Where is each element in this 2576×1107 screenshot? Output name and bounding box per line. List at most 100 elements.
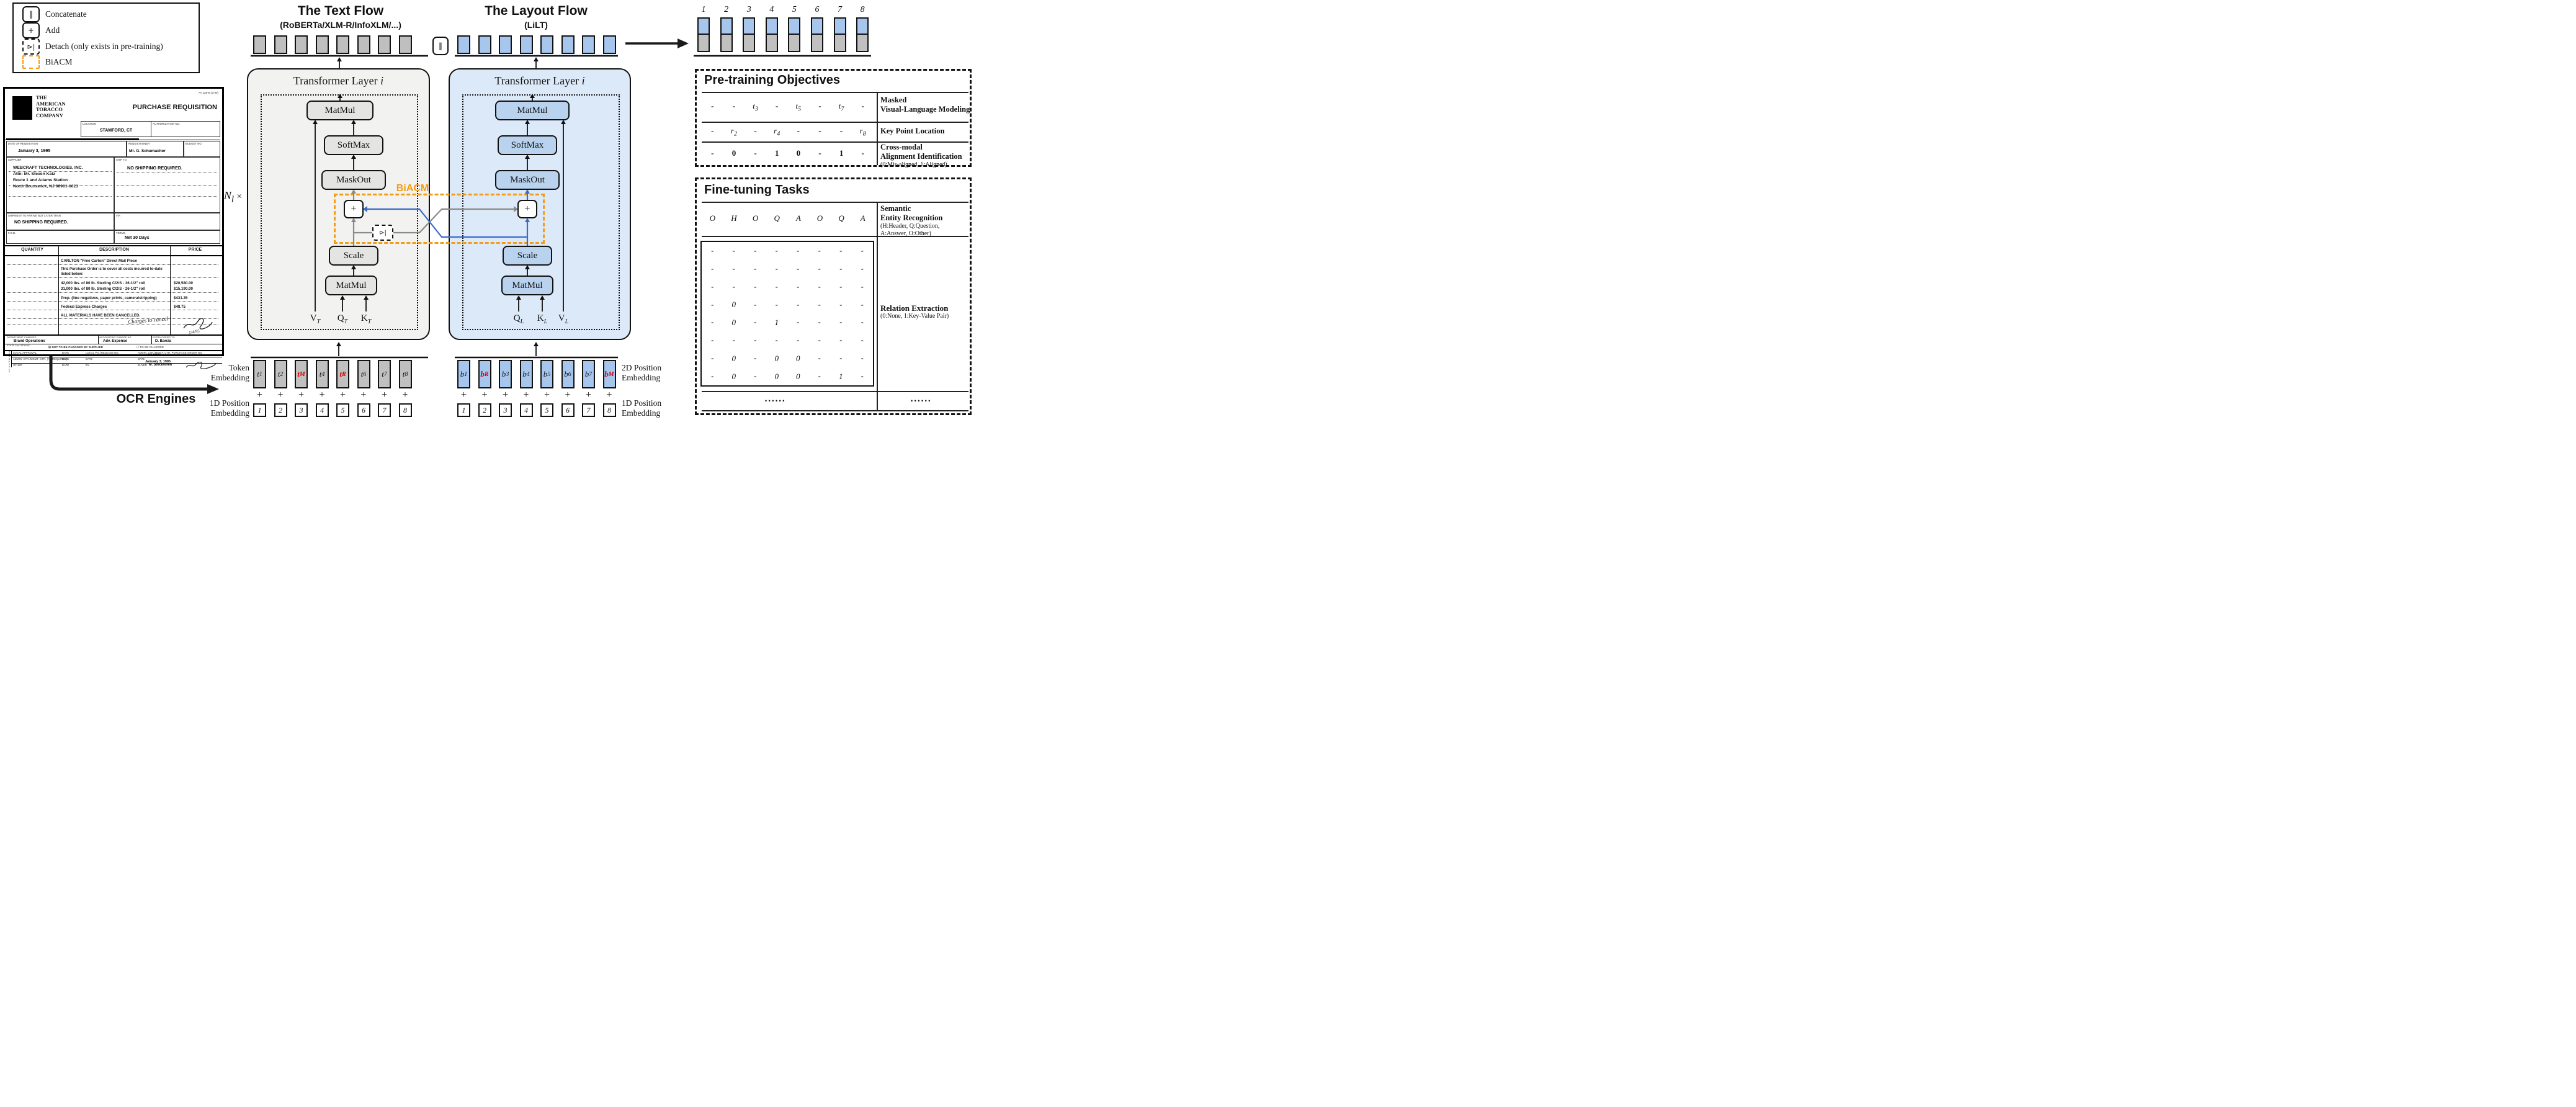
re-matrix-cell: 0 [774,371,779,381]
re-matrix-cell: - [818,336,821,345]
position-embedding-cell: 1 [457,403,470,417]
re-matrix-cell: - [797,318,800,327]
checkbox-to-be-charged: ☐ TO BE CHARGED [136,346,164,349]
label-line: Alignment Identification [880,152,962,161]
label-line: Cross-modal [880,143,923,151]
signature-graphic [183,318,213,329]
text-part [789,35,800,51]
form-code: AT 135-M (3-90) [199,91,218,94]
objective-cell: - [818,125,821,135]
authorization-cell: AUTHORIZATION NO. [151,121,220,137]
rule [702,202,968,203]
position-embedding-cell: 6 [357,403,370,417]
label-line: Relation Extraction [880,303,949,313]
position-embedding-cell: 6 [561,403,575,417]
label-line: Embedding [622,373,661,382]
add-glyph: + [256,390,263,400]
re-matrix-cell: - [711,318,714,327]
field-label: REQUISITIONER [128,142,150,145]
divider [98,335,99,344]
table-rule [5,245,222,246]
layout-hidden-state-bar [499,35,512,54]
objective-cell: - [797,125,800,135]
table-column-rule [58,245,59,336]
layout-flow-subtitle: (LiLT) [524,20,548,30]
pretraining-panel: Pre-training Objectives --t3-t5-t7- -r2-… [695,69,972,169]
ocr-arrow-head [207,384,219,394]
dotted-rule [7,318,218,319]
company-line: THE [36,94,47,101]
ocr-arrow [49,356,207,391]
checkbox-label: TO BE CHARGED [140,346,164,349]
supplier-cell: SUPPLIER WEBCRAFT TECHNOLOGIES, INC. Att… [6,157,114,213]
position-embedding-cell: 8 [398,403,412,417]
supplier-line: Attn: Mr. Steven Katz [13,172,55,176]
field-label: TERMS [116,231,126,235]
label-line: Key Point Location [880,127,945,135]
position-embedding-cell: 5 [336,403,349,417]
approval-label: DATE [62,364,69,367]
add-glyph: + [381,390,388,400]
fused-feature-bar [856,17,869,52]
objective-cell: t3 [753,101,758,113]
re-matrix-cell: - [732,246,735,255]
re-matrix-cell: - [775,246,778,255]
fused-feature-bar [788,17,801,52]
table-rule [5,255,222,256]
re-matrix-cell: - [797,336,800,345]
re-matrix-cell: 0 [774,353,779,363]
re-matrix-cell: - [818,318,821,327]
table-row: This Purchase Order is to cover all cost… [61,267,163,271]
checkbox-label: NOT TO BE CHARGED BY SUPPLIER [51,346,103,349]
layout-matmul-bottom-block: MatMul [501,276,553,295]
layout-output-bar-row [457,35,616,54]
layout-key-input-label: KL [537,313,548,325]
re-matrix-cell: - [732,282,735,291]
re-matrix-cell: - [861,282,864,291]
table-row: 42,000 lbs. of 80 lb. Sterling C/2/S - 3… [61,281,145,285]
label-line: Token [228,363,249,372]
ser-cell: H [731,213,737,223]
text-hidden-state-bar [295,35,308,54]
shipment-cell: SHIPMENT TO ARRIVE NOT LATER THAN NO SHI… [6,213,114,230]
objective-cell: - [711,101,714,110]
cai-label: Cross-modal Alignment Identification (0:… [880,143,971,169]
re-matrix-cell: - [754,246,757,255]
layout-hidden-state-bar [582,35,595,54]
rule [702,236,968,237]
field-value: Mr. G. Schumacher [129,149,166,153]
layout-scale-block: Scale [503,246,552,266]
re-matrix-cell: 0 [731,353,736,363]
text-matmul-bottom-block: MatMul [325,276,377,295]
fused-feature-bar [810,17,823,52]
layer-index-var: i [581,74,585,87]
rule [877,202,878,410]
legend-label: Concatenate [45,9,87,19]
field-label: SHIPMENT TO ARRIVE NOT LATER THAN [8,214,61,217]
concatenate-node: ‖ [432,37,449,55]
label-note: (0:None, 1:Key-Value Pair) [880,313,949,320]
location-cell: LOCATION STAMFORD, CT [81,121,151,137]
text-part [857,35,868,51]
label-note: A:Answer, O:Other) [880,230,931,237]
divider [5,350,222,351]
field-label: DEPARTMENT CHARGED [7,336,37,339]
layer-title-text: Transformer Layer [494,74,582,87]
text-scale-block: Scale [329,246,378,266]
rule [702,92,968,93]
label-line: Embedding [210,373,249,382]
add-glyph: + [298,390,305,400]
re-matrix-cell: 0 [796,353,800,363]
re-matrix-cell: - [754,336,757,345]
objective-cell: 1 [774,148,779,158]
biacm-label: BiACM [396,183,429,194]
position-embedding-cell: 3 [499,403,512,417]
